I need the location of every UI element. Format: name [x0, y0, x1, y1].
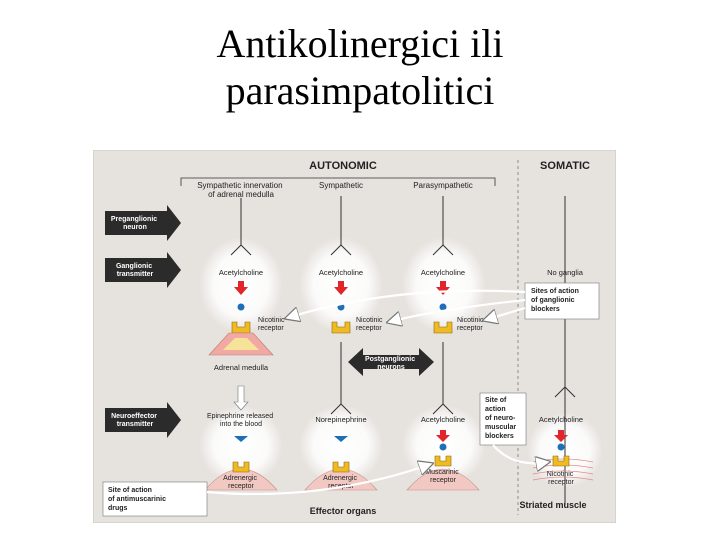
header-autonomic: AUTONOMIC [309, 160, 377, 172]
nicotinic-label-3: Nicotinic receptor [457, 317, 485, 332]
ach-ganglion-2: Acetylcholine [319, 268, 363, 277]
svg-text:Ganglionic transmitter: Ganglionic transmitter [116, 263, 154, 278]
header-somatic: SOMATIC [540, 160, 590, 172]
striated-muscle-label: Striated muscle [519, 500, 586, 510]
muscarinic-label: Muscarinic receptor [425, 469, 460, 484]
somatic-nicotinic-label: Nicotinic receptor [547, 471, 575, 486]
adrenergic-label-1: Adrenergic receptor [223, 475, 259, 490]
title-line-1: Antikolinergici ili [0, 20, 720, 67]
title-line-2: parasimpatolitici [0, 67, 720, 114]
ach-somatic-label: Acetylcholine [539, 415, 583, 424]
effector-organs-label: Effector organs [310, 506, 377, 516]
svg-text:Neuroeffector transmitte: Neuroeffector transmitter [111, 413, 159, 428]
slide-title: Antikolinergici ili parasimpatolitici [0, 20, 720, 114]
nicotinic-label-1: Nicotinic receptor [258, 317, 286, 332]
nicotinic-label-2: Nicotinic receptor [356, 317, 384, 332]
col-sympathetic-title: Sympathetic [319, 181, 363, 190]
col-sympathetic-adrenal-title: Sympathetic innervation of adrenal medul… [197, 181, 285, 199]
ach-ganglion-1: Acetylcholine [219, 268, 263, 277]
no-ganglia-label: No ganglia [547, 268, 584, 277]
ach-effector-label: Acetylcholine [421, 415, 465, 424]
norepinephrine-label: Norepinephrine [315, 415, 366, 424]
ach-ganglion-3: Acetylcholine [421, 268, 465, 277]
col-parasympathetic-title: Parasympathetic [413, 181, 473, 190]
adrenal-medulla-label: Adrenal medulla [214, 363, 269, 372]
autonomic-somatic-diagram: AUTONOMIC SOMATIC Sympathetic innervatio… [93, 150, 616, 523]
